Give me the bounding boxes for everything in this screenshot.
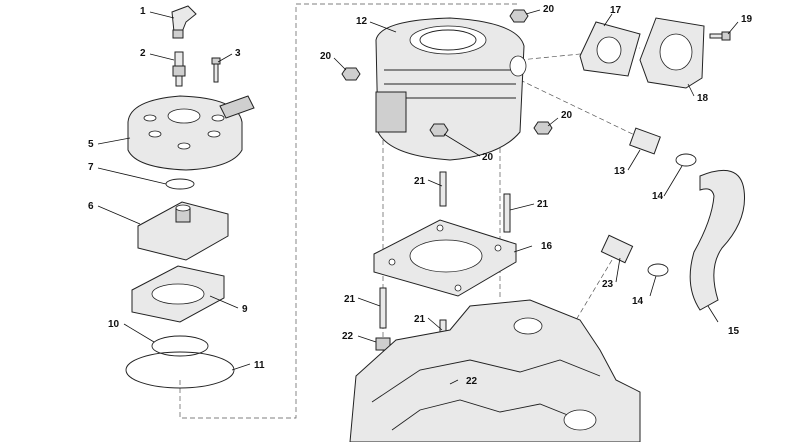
callout-20: 20: [561, 110, 573, 121]
callout-23: 23: [602, 279, 614, 290]
inner-seal-ring-part: [151, 335, 209, 357]
nut-part: [341, 9, 553, 137]
base-gasket-part: [373, 219, 517, 297]
hose-clamp-part: [675, 153, 697, 167]
spark-plug-part: [172, 51, 186, 87]
flange-screw-part: [709, 31, 731, 41]
callout-21: 21: [414, 176, 426, 187]
callout-16: 16: [541, 241, 553, 252]
callout-3: 3: [235, 48, 241, 59]
callout-6: 6: [88, 201, 94, 212]
hose-fitting-part: [600, 234, 634, 264]
callout-22: 22: [466, 376, 478, 387]
callout-14: 14: [652, 191, 664, 202]
callout-5: 5: [88, 139, 94, 150]
leader-lines: [97, 9, 739, 385]
callout-20: 20: [320, 51, 332, 62]
callout-10: 10: [108, 319, 120, 330]
callout-19: 19: [741, 14, 753, 25]
callout-20: 20: [482, 152, 494, 163]
callout-1: 1: [140, 6, 146, 17]
head-insert-part: [137, 201, 229, 261]
callout-17: 17: [610, 5, 622, 16]
exhaust-gasket-part: [579, 21, 641, 77]
o-ring-part: [165, 178, 195, 190]
dowel-part: [375, 337, 391, 351]
callout-12: 12: [356, 16, 368, 27]
coolant-hose-part: [689, 169, 746, 311]
callout-9: 9: [242, 304, 248, 315]
spark-plug-cap-part: [171, 5, 197, 39]
callout-14: 14: [632, 296, 644, 307]
callout-labels: 1 2 3 5 7 6 9 10 11 12 20 20 20 20 17 18…: [88, 4, 753, 387]
callout-2: 2: [140, 48, 146, 59]
callout-13: 13: [614, 166, 626, 177]
exhaust-flange-part: [639, 17, 705, 89]
crankcase-part: [349, 299, 641, 442]
cylinder-head-part: [127, 95, 255, 171]
callout-22: 22: [342, 331, 354, 342]
callout-21: 21: [537, 199, 549, 210]
hose-clamp-part: [647, 263, 669, 277]
callout-7: 7: [88, 162, 94, 173]
callout-21: 21: [414, 314, 426, 325]
callout-18: 18: [697, 93, 709, 104]
callout-11: 11: [254, 360, 265, 371]
cylinder-part: [375, 17, 527, 161]
callout-15: 15: [728, 326, 740, 337]
callout-21: 21: [344, 294, 356, 305]
water-fitting-part: [629, 127, 661, 155]
head-gasket-part: [131, 265, 225, 323]
outer-seal-ring-part: [125, 351, 235, 389]
callout-20: 20: [543, 4, 555, 15]
